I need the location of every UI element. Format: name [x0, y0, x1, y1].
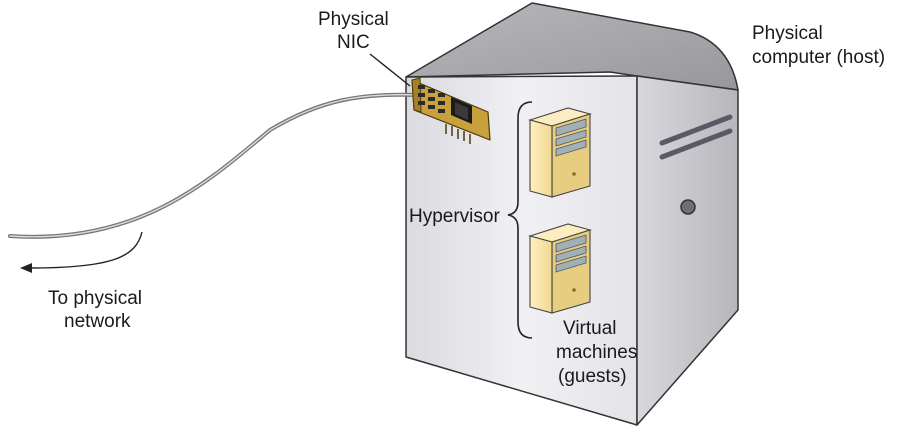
- virtual-machine-tower: [528, 107, 592, 198]
- vm-label-line3: (guests): [558, 366, 627, 387]
- host-label-line1: Physical: [752, 23, 823, 44]
- to-network-arrowhead: [20, 263, 32, 273]
- physical-nic-card: [411, 77, 491, 144]
- nic-edge-connector: [445, 124, 471, 144]
- network-label-line1: To physical: [48, 288, 142, 309]
- case-vent-slot: [659, 128, 733, 160]
- power-button-icon: [680, 199, 696, 215]
- nic-label-line1: Physical: [318, 9, 389, 30]
- network-cable-highlight: [9, 94, 419, 238]
- hypervisor-brace: [507, 101, 533, 339]
- host-label-line2: computer (host): [752, 47, 886, 68]
- network-cable: [8, 92, 420, 239]
- hypervisor-label: Hypervisor: [409, 206, 500, 227]
- host-computer-case: [405, 2, 739, 426]
- to-network-arrow: [29, 231, 143, 269]
- nic-chip-face: [455, 102, 468, 120]
- virtual-machine-tower: [528, 223, 592, 314]
- network-label-line2: network: [64, 311, 131, 332]
- vm-label-line1: Virtual: [563, 318, 617, 339]
- nic-ports: [418, 85, 445, 113]
- nic-label-line2: NIC: [337, 32, 370, 53]
- case-side: [636, 75, 739, 426]
- case-vent-slot: [659, 114, 733, 146]
- vm-label-line2: machines: [556, 342, 638, 363]
- nic-pointer-line: [369, 53, 411, 87]
